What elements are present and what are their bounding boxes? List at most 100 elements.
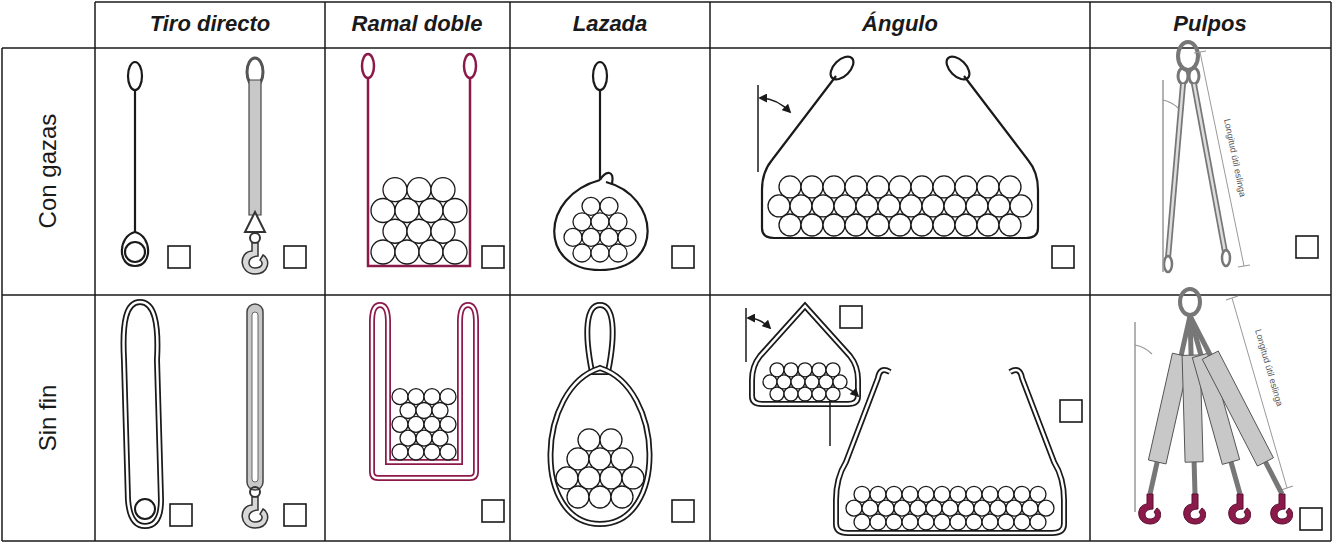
row-header: Con gazas bbox=[35, 114, 61, 229]
pipe bbox=[900, 195, 922, 217]
pipe-bundle bbox=[846, 486, 1054, 530]
pipe-bundles bbox=[371, 176, 1054, 530]
pipe bbox=[790, 195, 812, 217]
webbing-sling-hook bbox=[242, 58, 267, 274]
choker-endless-sling bbox=[550, 305, 649, 524]
endless-webbing-hook bbox=[242, 304, 267, 528]
pipe bbox=[955, 176, 977, 198]
pipe bbox=[556, 467, 578, 489]
pipe bbox=[834, 195, 856, 217]
pipe bbox=[609, 213, 627, 231]
pipe bbox=[407, 178, 431, 202]
pipe bbox=[867, 214, 889, 236]
column-header: Tiro directo bbox=[150, 12, 271, 36]
pipe bbox=[768, 195, 790, 217]
pipe bbox=[798, 363, 812, 377]
pipe bbox=[998, 486, 1014, 502]
pipe bbox=[982, 486, 998, 502]
pipe bbox=[600, 429, 622, 451]
four-leg-sling bbox=[1135, 289, 1293, 524]
pipe bbox=[801, 176, 823, 198]
pipe bbox=[902, 486, 918, 502]
pipe-bundle bbox=[371, 178, 467, 264]
pipe bbox=[999, 176, 1021, 198]
pipe bbox=[591, 244, 609, 262]
pipe bbox=[770, 363, 784, 377]
angle-eye-sling bbox=[758, 52, 1038, 238]
column-header: Ramal doble bbox=[352, 12, 483, 36]
pipe bbox=[591, 213, 609, 231]
pipe bbox=[988, 195, 1010, 217]
pipe bbox=[779, 214, 801, 236]
pipe bbox=[578, 467, 600, 489]
pipe bbox=[801, 214, 823, 236]
pipe bbox=[1014, 486, 1030, 502]
pipe-bundle bbox=[763, 363, 847, 401]
pipe bbox=[977, 176, 999, 198]
pipe bbox=[600, 467, 622, 489]
pipe bbox=[383, 178, 407, 202]
choker-eye-sling bbox=[554, 62, 647, 270]
pipe bbox=[823, 214, 845, 236]
hook bbox=[1139, 494, 1161, 524]
pipe bbox=[867, 176, 889, 198]
pipe bbox=[443, 240, 467, 264]
pipe bbox=[582, 228, 600, 246]
pipe bbox=[826, 363, 840, 377]
row-header: Sin fin bbox=[35, 385, 61, 452]
pipe bbox=[431, 219, 455, 243]
pipe bbox=[395, 240, 419, 264]
pipe-bundle bbox=[556, 429, 644, 508]
pipe bbox=[918, 486, 934, 502]
pipe bbox=[889, 176, 911, 198]
pipe bbox=[443, 198, 467, 222]
pipe bbox=[784, 363, 798, 377]
pipe bbox=[419, 198, 443, 222]
column-header: Lazada bbox=[573, 12, 648, 36]
pipe bbox=[977, 214, 999, 236]
column-header: Ángulo bbox=[862, 12, 938, 36]
pipe bbox=[408, 389, 424, 405]
pipe bbox=[812, 195, 834, 217]
pipe bbox=[622, 467, 644, 489]
pipe bbox=[911, 176, 933, 198]
pipe bbox=[582, 197, 600, 215]
pipe bbox=[609, 244, 627, 262]
pipe bbox=[878, 195, 900, 217]
pipe bbox=[578, 429, 600, 451]
pipe bbox=[950, 486, 966, 502]
pipe bbox=[933, 214, 955, 236]
pipe bbox=[589, 486, 611, 508]
pipe bbox=[600, 228, 618, 246]
pipe bbox=[392, 389, 408, 405]
pipe bbox=[600, 197, 618, 215]
pipe bbox=[1030, 486, 1046, 502]
pipe bbox=[966, 486, 982, 502]
pipe bbox=[431, 178, 455, 202]
pipe bbox=[383, 219, 407, 243]
pipe bbox=[611, 486, 633, 508]
pipe bbox=[371, 240, 395, 264]
pipe bbox=[779, 176, 801, 198]
hook bbox=[1184, 494, 1206, 524]
sling-leg bbox=[1190, 316, 1282, 494]
pipe bbox=[845, 214, 867, 236]
pipe bbox=[812, 363, 826, 377]
pipe bbox=[922, 195, 944, 217]
dimension-label: Longitud útil eslinga bbox=[1252, 328, 1284, 407]
pipe-bundle bbox=[564, 197, 636, 262]
endless-sling-direct bbox=[124, 302, 161, 526]
pipe bbox=[999, 214, 1021, 236]
dimension-label: Longitud útil eslinga bbox=[1221, 118, 1247, 198]
pipe bbox=[589, 448, 611, 470]
hook bbox=[1271, 494, 1293, 524]
pipe bbox=[573, 213, 591, 231]
pipe bbox=[955, 214, 977, 236]
pipe bbox=[1010, 195, 1032, 217]
pipe bbox=[856, 195, 878, 217]
pipe bbox=[854, 486, 870, 502]
eye-sling-direct bbox=[122, 62, 148, 266]
pipe bbox=[611, 448, 633, 470]
pipe bbox=[845, 176, 867, 198]
pipe bbox=[440, 389, 456, 405]
